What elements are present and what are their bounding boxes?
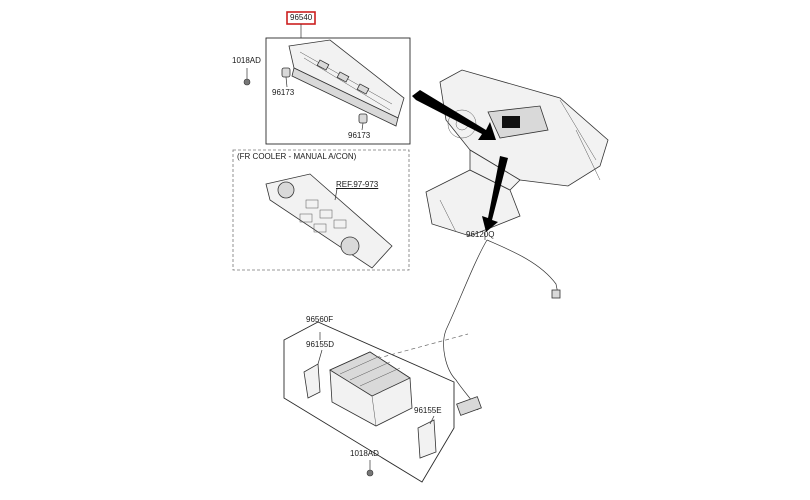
variant-group-frame — [232, 149, 410, 271]
connection-dash — [363, 333, 469, 363]
callout-96560f[interactable]: 96560F — [306, 315, 334, 324]
manual-ac-panel — [265, 173, 393, 269]
location-arrow-panel — [412, 90, 496, 140]
callout-96540[interactable]: 96540 — [290, 13, 313, 22]
screw-1018ad-bottom — [366, 460, 374, 477]
location-arrow-antenna — [482, 156, 508, 232]
callout-96120q[interactable]: 96120Q — [466, 230, 495, 239]
variant-note: (FR COOLER - MANUAL A/CON) — [237, 152, 357, 161]
callout-96173-a[interactable]: 96173 — [272, 88, 295, 97]
dashboard-illustration — [425, 69, 609, 237]
callout-1018ad-bottom[interactable]: 1018AD — [350, 449, 379, 458]
callout-96155d[interactable]: 96155D — [306, 340, 335, 349]
callout-96155e[interactable]: 96155E — [414, 406, 442, 415]
knob-96173-b — [358, 113, 368, 124]
callout-96173-b[interactable]: 96173 — [348, 131, 371, 140]
callout-1018ad-top[interactable]: 1018AD — [232, 56, 261, 65]
radio-group-frame — [283, 321, 455, 483]
bracket-96155d — [303, 363, 321, 399]
bracket-96155e — [417, 419, 437, 459]
knob-96173-a — [281, 67, 291, 78]
audio-unit — [329, 351, 413, 427]
antenna-cable — [443, 232, 561, 416]
ref-label[interactable]: REF.97-973 — [336, 180, 379, 189]
heater-control-panel — [288, 39, 405, 127]
screen-location — [502, 116, 520, 128]
screw-1018ad-top — [243, 68, 251, 86]
control-panel-group-frame — [265, 37, 411, 145]
